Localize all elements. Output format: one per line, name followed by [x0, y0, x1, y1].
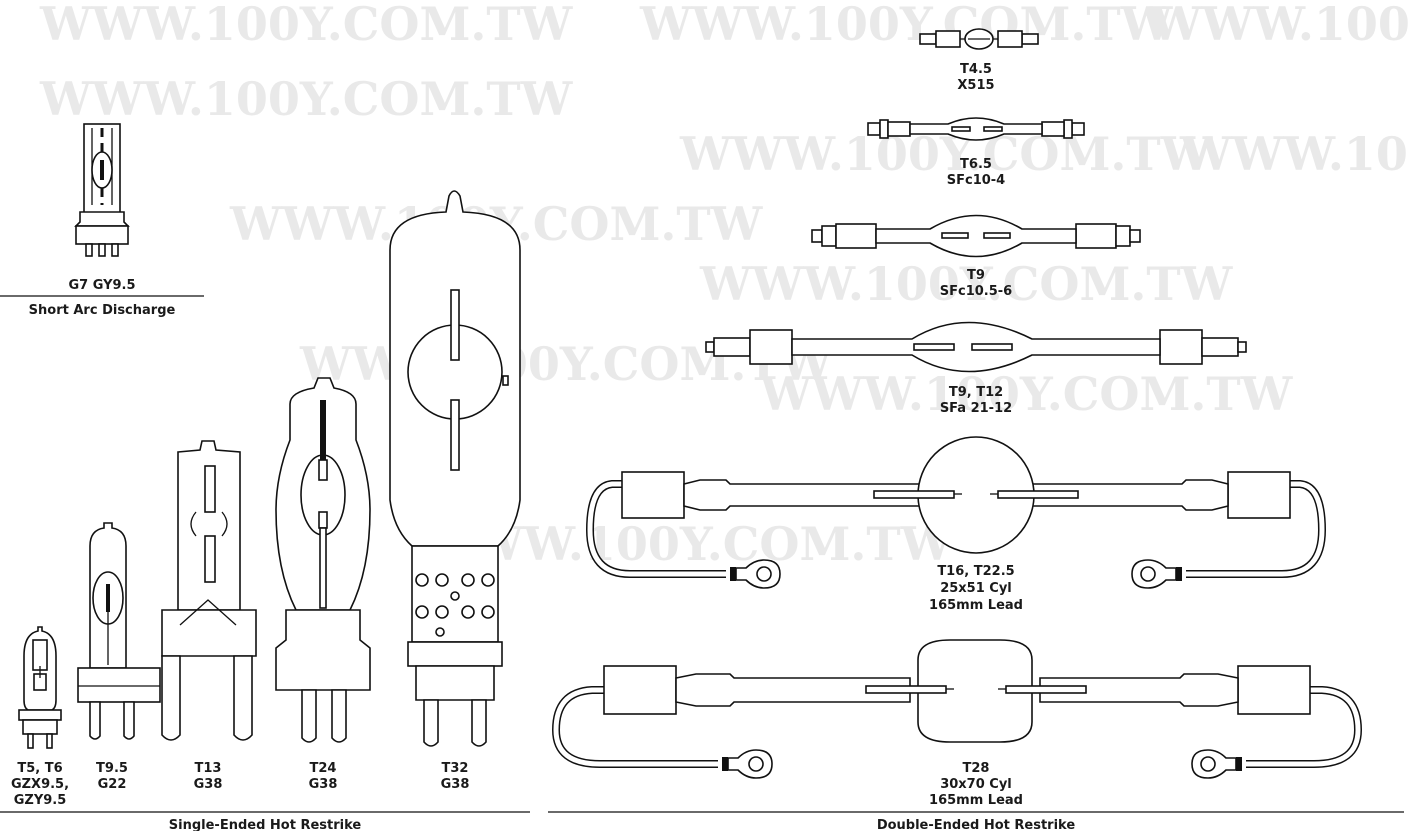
lamp-g7-gy9-5: G7 GY9.5 Short Arc Discharge: [0, 123, 204, 318]
lamp-label-t16-l3: 165mm Lead: [929, 598, 1023, 613]
watermark-text: WWW.100Y.COM.TW: [679, 127, 1214, 181]
watermark-text: WWW.100Y.COM.TW: [1179, 127, 1408, 181]
section-title-short-arc: Short Arc Discharge: [29, 303, 176, 318]
lamp-label-t13-l2: G38: [194, 777, 223, 792]
section-title-single-ended: Single-Ended Hot Restrike: [169, 818, 362, 831]
lamp-label-t9-l2: SFc10.5-6: [940, 284, 1012, 299]
lamp-label-t32-l1: T32: [442, 761, 469, 776]
watermark-text: WWW.100Y.COM.TW: [639, 0, 1174, 51]
lamp-label-t95-l1: T9.5: [96, 761, 128, 776]
lamp-label-t5-l3: GZY9.5: [14, 793, 67, 808]
watermark-text: WWW.100Y.COM.TW: [1149, 0, 1408, 51]
watermark-text: WWW.100Y.COM.TW: [759, 367, 1294, 421]
lamp-label-t45-l2: X515: [957, 78, 994, 93]
lamp-label-t28-l1: T28: [963, 761, 990, 776]
lamp-label-t5-l1: T5, T6: [17, 761, 62, 776]
lamp-label-t24-l1: T24: [310, 761, 337, 776]
lamp-label-t9-l1: T9: [967, 268, 985, 283]
lamp-label-t45-l1: T4.5: [960, 62, 992, 77]
lamp-label-t24-l2: G38: [309, 777, 338, 792]
watermark-text: WWW.100Y.COM.TW: [39, 0, 574, 51]
lamp-label-t95-l2: G22: [98, 777, 127, 792]
lamp-label-g7: G7 GY9.5: [68, 278, 135, 293]
lamp-t16-t22-5: T16, T22.5 25x51 Cyl 165mm Lead: [585, 436, 1327, 613]
lamp-t5-t6: T5, T6 GZX9.5, GZY9.5: [11, 626, 69, 808]
lamp-label-t5-l2: GZX9.5,: [11, 777, 69, 792]
lamp-label-t32-l2: G38: [441, 777, 470, 792]
lamp-label-t65-l2: SFc10-4: [947, 173, 1005, 188]
lamp-t9-5-g22: T9.5 G22: [77, 522, 161, 792]
lamp-t9-t12-sfa21-12: T9, T12 SFa 21-12: [705, 321, 1247, 416]
lamp-t4-5-x515: T4.5 X515: [919, 28, 1039, 93]
lamp-label-t65-l1: T6.5: [960, 157, 992, 172]
lamp-t32-g38: T32 G38: [389, 190, 521, 792]
watermark-text: WWW.100Y.COM.TW: [39, 72, 574, 126]
lamp-t28: T28 30x70 Cyl 165mm Lead: [551, 639, 1363, 808]
lamp-label-t9t12-l1: T9, T12: [949, 385, 1003, 400]
lamp-t6-5-sfc10-4: T6.5 SFc10-4: [867, 117, 1085, 188]
section-title-double-ended: Double-Ended Hot Restrike: [877, 818, 1076, 831]
lamp-t24-g38: T24 G38: [275, 377, 371, 792]
lamp-t9-sfc10-5-6: T9 SFc10.5-6: [811, 214, 1141, 299]
lamp-label-t13-l1: T13: [195, 761, 222, 776]
lamp-label-t9t12-l2: SFa 21-12: [940, 401, 1012, 416]
watermark-text: WWW.100Y.COM.TW: [699, 257, 1234, 311]
lamp-label-t28-l3: 165mm Lead: [929, 793, 1023, 808]
lamp-label-t16-l2: 25x51 Cyl: [940, 581, 1012, 596]
watermark-layer: WWW.100Y.COM.TW WWW.100Y.COM.TW WWW.100Y…: [39, 0, 1408, 571]
lamp-t13-g38: T13 G38: [161, 440, 257, 792]
lamp-label-t16-l1: T16, T22.5: [937, 564, 1014, 579]
lamp-label-t28-l2: 30x70 Cyl: [940, 777, 1012, 792]
